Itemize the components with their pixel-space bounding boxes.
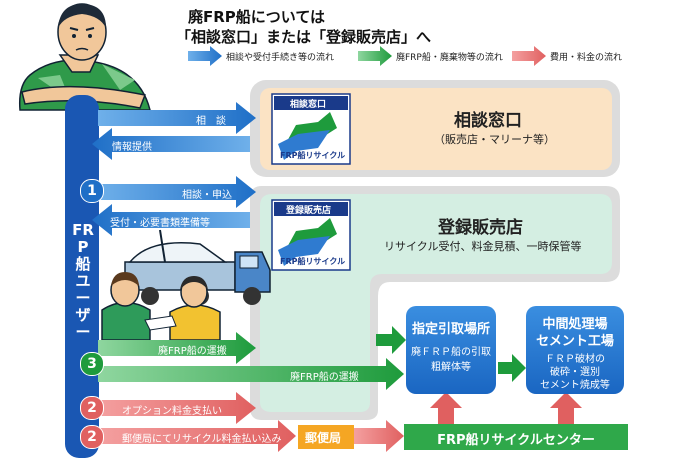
post-office-box bbox=[298, 425, 354, 449]
recycle-fee-arrow bbox=[98, 420, 296, 452]
dealer-logo bbox=[271, 199, 351, 271]
pickup-title: 指定引取場所 bbox=[411, 322, 490, 337]
legend-arrow-red bbox=[512, 46, 546, 66]
plant-title-1: 中間処理場 bbox=[542, 317, 608, 332]
plant-box bbox=[526, 306, 624, 394]
legend-flow-consult: 相談や受付手続き等の流れ bbox=[226, 53, 335, 63]
dealer-subtitle: リサイクル受付、料金見積、一時保管等 bbox=[384, 240, 582, 253]
center-to-pickup-arrow bbox=[430, 392, 462, 424]
plant-sub-1: ＦＲＰ破材の bbox=[545, 354, 605, 365]
option-payment-arrow bbox=[98, 392, 256, 424]
frp-user-label: FRP船ユーザー bbox=[72, 221, 94, 341]
legend-flow-fee: 費用・料金の流れ bbox=[550, 53, 623, 63]
step-2a-badge: 2 bbox=[80, 396, 104, 420]
legend-arrow-blue bbox=[188, 46, 222, 66]
consult-arrow-out-label: 情報提供 bbox=[112, 142, 152, 153]
dealer-to-pickup-arrow bbox=[376, 326, 406, 354]
consult-subtitle: （販売店・マリーナ等） bbox=[434, 133, 555, 146]
pickup-box bbox=[406, 306, 496, 394]
plant-sub-2: 破砕・選別 bbox=[550, 367, 600, 378]
post-to-center-arrow bbox=[354, 420, 404, 452]
step-1-badge: 1 bbox=[80, 179, 104, 203]
consult-logo bbox=[271, 93, 351, 165]
title-line-2: 「相談窓口」または「登録販売店」へ bbox=[176, 28, 432, 46]
user-person-illustration bbox=[18, 3, 151, 111]
step-3-badge: 3 bbox=[80, 352, 104, 376]
transport-arrow-2 bbox=[98, 358, 404, 390]
recycle-fee-label: 郵便局にてリサイクル料金払い込み bbox=[122, 434, 282, 445]
consult-arrow-in bbox=[98, 102, 256, 134]
pickup-sub-2: 粗解体等 bbox=[431, 362, 471, 373]
dealer-arrow-in bbox=[98, 176, 256, 208]
legend-arrow-green bbox=[358, 46, 392, 66]
plant-title-2: セメント工場 bbox=[536, 334, 614, 349]
center-to-plant-arrow bbox=[550, 392, 582, 424]
pickup-sub-1: 廃ＦＲＰ船の引取 bbox=[411, 347, 491, 358]
consult-arrow-out bbox=[92, 128, 250, 160]
dealer-logo-text: FRP船リサイクル bbox=[280, 257, 346, 266]
dealer-title: 登録販売店 bbox=[438, 218, 523, 238]
consult-logo-label: 相談窓口 bbox=[290, 100, 327, 110]
post-office-label: 郵便局 bbox=[305, 431, 342, 445]
plant-sub-3: セメント焼成等 bbox=[540, 380, 610, 391]
consult-arrow-in-label: 相 談 bbox=[196, 116, 226, 127]
handover-people-illustration bbox=[101, 272, 221, 341]
title-line-1: 廃FRP船については bbox=[188, 8, 326, 26]
transport-arrow-1 bbox=[98, 332, 256, 364]
consult-logo-text: FRP船リサイクル bbox=[280, 151, 346, 160]
legend-flow-waste: 廃FRP船・廃棄物等の流れ bbox=[396, 53, 503, 63]
step-2b-badge: 2 bbox=[80, 425, 104, 449]
recycle-center-label: FRP船リサイクルセンター bbox=[437, 433, 595, 448]
consult-title: 相談窓口 bbox=[454, 111, 522, 131]
option-payment-label: オプション料金支払い bbox=[122, 406, 222, 417]
dealer-arrow-out-label: 受付・必要書類準備等 bbox=[110, 218, 210, 229]
pickup-to-plant-arrow bbox=[498, 354, 526, 382]
dealer-arrow-in-label: 相談・申込 bbox=[182, 190, 232, 201]
recycle-center-box bbox=[404, 424, 628, 450]
transport-arrow-2-label: 廃FRP船の運搬 bbox=[290, 372, 359, 383]
dealer-logo-label: 登録販売店 bbox=[286, 206, 332, 216]
dealer-arrow-out bbox=[92, 204, 250, 236]
transport-arrow-1-label: 廃FRP船の運搬 bbox=[158, 346, 227, 357]
